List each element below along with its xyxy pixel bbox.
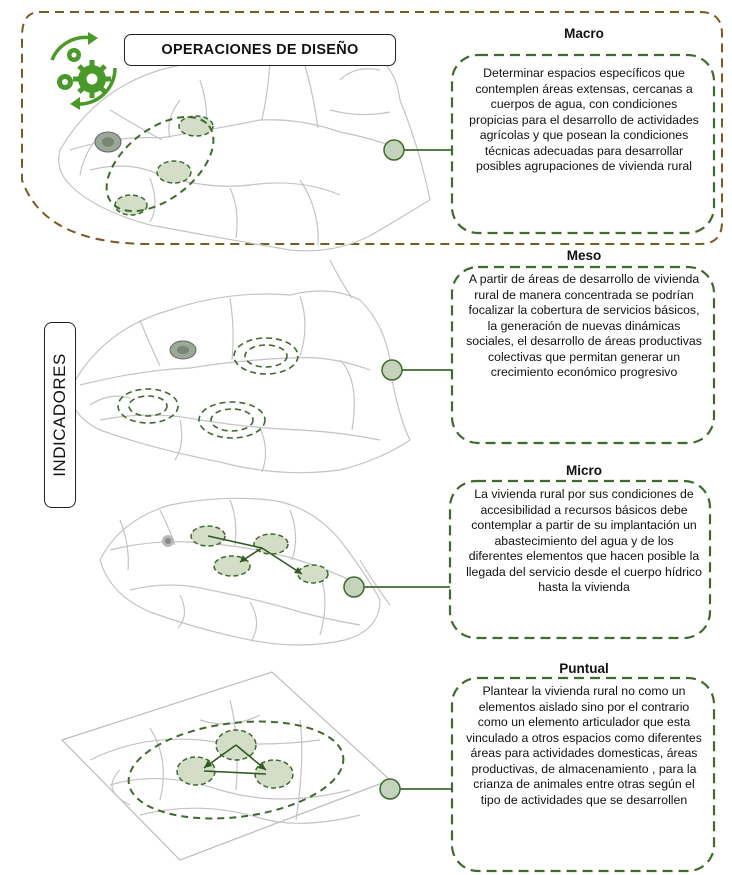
macro-overlay: [94, 115, 452, 216]
page-title: OPERACIONES DE DISEÑO: [124, 34, 396, 66]
meso-desc-frame: [450, 265, 716, 445]
micro-overlay: [162, 525, 450, 598]
micro-description: La vivienda rural por sus condiciones de…: [466, 487, 702, 594]
meso-description: A partir de áreas de desarrollo de vivie…: [466, 272, 702, 379]
puntual-map: [60, 671, 392, 861]
puntual-heading: Puntual: [559, 661, 609, 676]
puntual-description: Plantear la vivienda rural no como un el…: [466, 684, 702, 807]
macro-desc-frame: [450, 53, 716, 235]
side-label: INDICADORES: [50, 353, 69, 477]
micro-heading: Micro: [565, 463, 602, 478]
micro-map: [99, 497, 391, 646]
macro-heading: Macro: [564, 26, 604, 41]
puntual-overlay: [127, 720, 452, 820]
macro-frame: [21, 11, 723, 245]
gears-recycle-icon: [50, 32, 117, 110]
description-frames: [448, 53, 716, 873]
meso-overlay: [117, 337, 452, 439]
side-label-frame: [44, 322, 76, 508]
meso-heading: Meso: [566, 248, 602, 263]
puntual-desc-frame: [450, 676, 716, 873]
macro-description: Determinar espacios específicos que cont…: [469, 66, 699, 173]
macro-map: [58, 44, 431, 252]
micro-desc-frame: [448, 479, 712, 640]
meso-map: [69, 259, 411, 474]
